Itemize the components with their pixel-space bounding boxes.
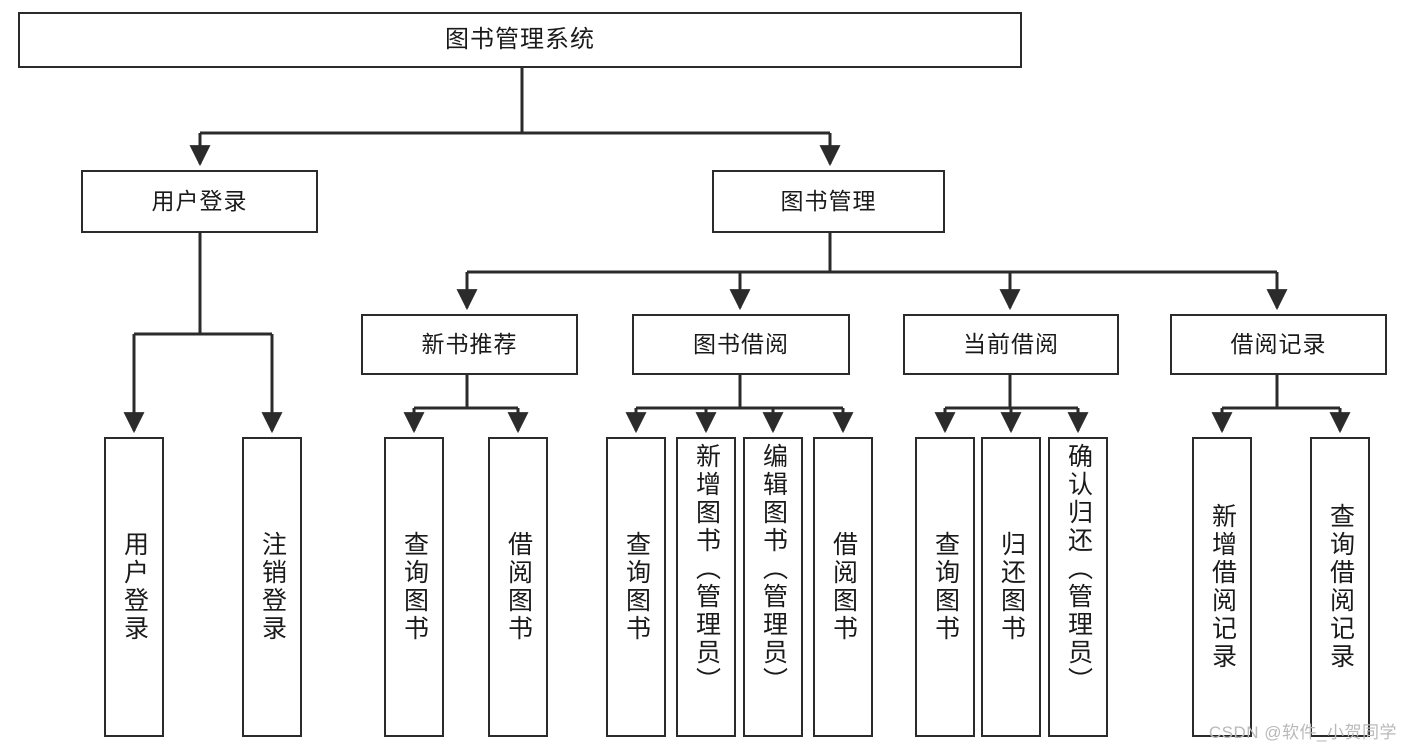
leaf-book-borrow-add-label: 新增图书（管理员） (692, 443, 721, 695)
leaf-book-borrow-query[interactable]: 查询图书 (606, 437, 666, 737)
leaf-borrow-record-query[interactable]: 查询借阅记录 (1310, 437, 1370, 737)
node-user-login-label: 用户登录 (151, 188, 248, 215)
leaf-book-borrow-query-label: 查询图书 (622, 531, 651, 643)
node-new-book-recommend[interactable]: 新书推荐 (361, 314, 578, 375)
node-book-management[interactable]: 图书管理 (712, 170, 945, 233)
leaf-new-book-query[interactable]: 查询图书 (384, 437, 444, 737)
leaf-book-borrow-add[interactable]: 新增图书（管理员） (676, 437, 736, 737)
leaf-book-borrow-lend-label: 借阅图书 (829, 531, 858, 643)
leaf-user-login-signin-label: 用户登录 (120, 531, 149, 643)
leaf-book-borrow-edit[interactable]: 编辑图书（管理员） (743, 437, 803, 737)
leaf-new-book-query-label: 查询图书 (400, 531, 429, 643)
leaf-current-borrow-return[interactable]: 归还图书 (981, 437, 1041, 737)
node-root-system[interactable]: 图书管理系统 (18, 12, 1022, 68)
node-new-book-recommend-label: 新书推荐 (421, 331, 518, 358)
node-user-login[interactable]: 用户登录 (81, 170, 318, 233)
leaf-borrow-record-add-label: 新增借阅记录 (1208, 503, 1237, 671)
leaf-book-borrow-edit-label: 编辑图书（管理员） (759, 443, 788, 695)
leaf-new-book-borrow-label: 借阅图书 (504, 531, 533, 643)
leaf-user-login-signin[interactable]: 用户登录 (104, 437, 164, 737)
leaf-new-book-borrow[interactable]: 借阅图书 (488, 437, 548, 737)
leaf-borrow-record-query-label: 查询借阅记录 (1326, 503, 1355, 671)
node-current-borrow-label: 当前借阅 (963, 331, 1059, 358)
csdn-watermark: CSDN @软件_小贺同学 (1208, 723, 1397, 742)
leaf-current-borrow-query[interactable]: 查询图书 (915, 437, 975, 737)
node-borrow-record-label: 借阅记录 (1230, 331, 1327, 358)
leaf-user-login-signout[interactable]: 注销登录 (242, 437, 302, 737)
leaf-book-borrow-lend[interactable]: 借阅图书 (813, 437, 873, 737)
node-root-system-label: 图书管理系统 (445, 26, 595, 54)
node-current-borrow[interactable]: 当前借阅 (903, 314, 1119, 375)
node-book-borrow-label: 图书借阅 (693, 331, 789, 358)
leaf-user-login-signout-label: 注销登录 (258, 531, 287, 643)
node-book-borrow[interactable]: 图书借阅 (632, 314, 850, 375)
leaf-current-borrow-confirm-return-label: 确认归还（管理员） (1064, 443, 1093, 695)
leaf-current-borrow-return-label: 归还图书 (997, 531, 1026, 643)
leaf-borrow-record-add[interactable]: 新增借阅记录 (1192, 437, 1252, 737)
node-borrow-record[interactable]: 借阅记录 (1170, 314, 1387, 375)
node-book-management-label: 图书管理 (780, 188, 877, 215)
leaf-current-borrow-query-label: 查询图书 (931, 531, 960, 643)
leaf-current-borrow-confirm-return[interactable]: 确认归还（管理员） (1048, 437, 1108, 737)
